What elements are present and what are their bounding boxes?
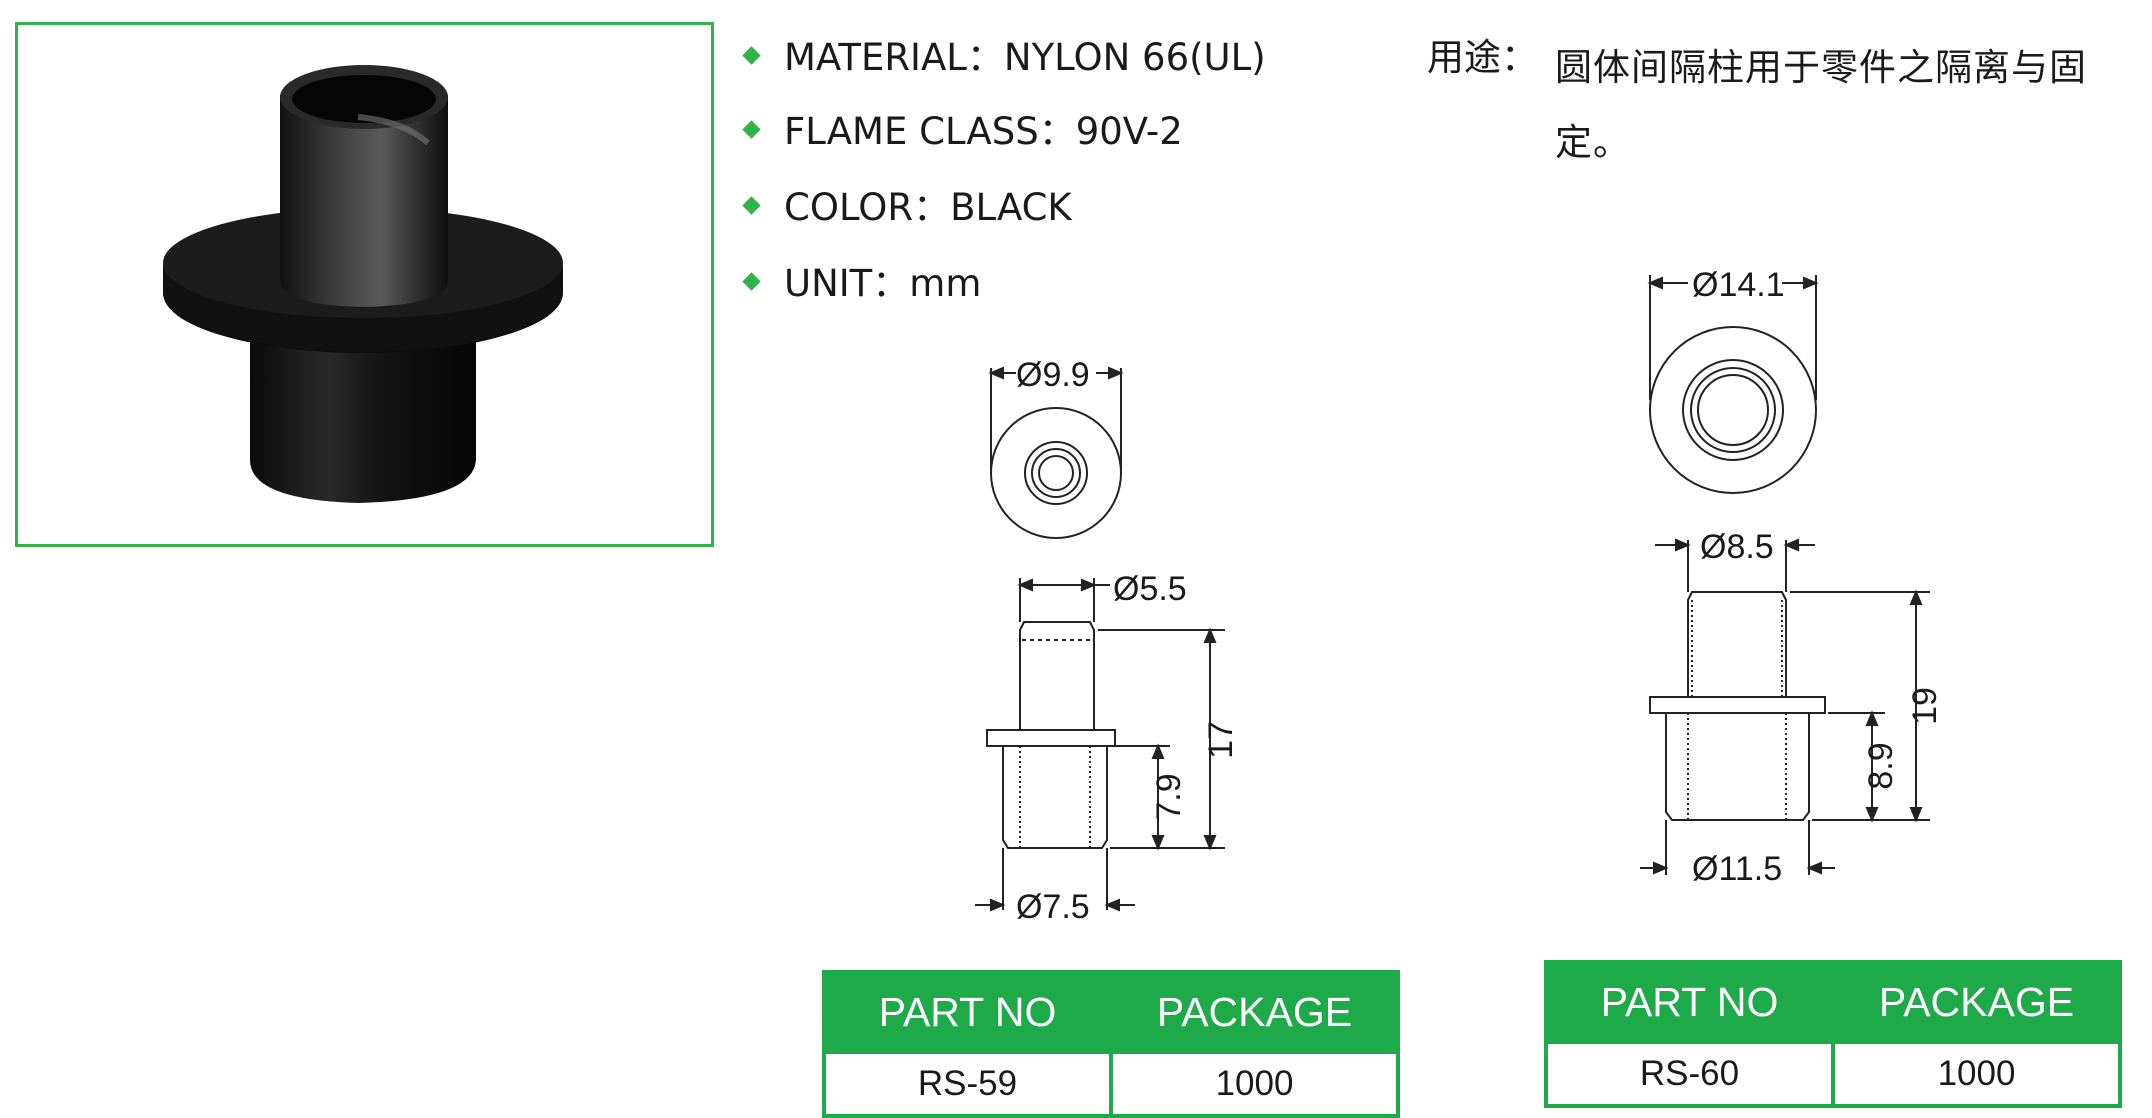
dim-left-shaft-dia: Ø5.5: [1113, 570, 1187, 608]
parts-table-left: PART NO PACKAGE RS-59 1000: [822, 970, 1400, 1118]
usage-label: 用途：: [1427, 36, 1538, 79]
spec-value: BLACK: [950, 186, 1072, 229]
parts-table-right: PART NO PACKAGE RS-60 1000: [1544, 960, 2122, 1108]
spec-value: NYLON 66(UL): [1003, 36, 1266, 79]
dim-left-top-dia: Ø9.9: [1016, 356, 1090, 394]
spec-label: COLOR：: [784, 186, 951, 229]
header-part-no: PART NO: [822, 970, 1113, 1054]
spec-value: 90V-2: [1075, 110, 1183, 153]
dim-right-base-dia: Ø11.5: [1692, 850, 1782, 888]
table-row: RS-59 1000: [822, 1050, 1400, 1118]
spec-color: COLOR：BLACK: [742, 178, 1072, 238]
spacer-photo: [163, 65, 563, 503]
package-cell: 1000: [1831, 1040, 2122, 1108]
part-no-cell: RS-59: [822, 1050, 1113, 1118]
dim-left-base-dia: Ø7.5: [1016, 888, 1090, 926]
spec-label: UNIT：: [784, 262, 910, 305]
dim-left-lower-height: 7.9: [1150, 773, 1188, 820]
diamond-bullet-icon: [742, 196, 761, 215]
dim-right-height: 19: [1906, 687, 1944, 725]
product-photo-frame: [15, 22, 714, 547]
package-cell: 1000: [1109, 1050, 1400, 1118]
part-no-cell: RS-60: [1544, 1040, 1835, 1108]
spec-unit: UNIT：mm: [742, 254, 982, 314]
dim-right-lower-height: 8.9: [1862, 742, 1900, 789]
header-package: PACKAGE: [1109, 970, 1400, 1054]
table-row: RS-60 1000: [1544, 1040, 2122, 1108]
dim-right-shaft-dia: Ø8.5: [1700, 528, 1774, 566]
diamond-bullet-icon: [742, 46, 761, 65]
diamond-bullet-icon: [742, 120, 761, 139]
spec-label: FLAME CLASS：: [784, 110, 1076, 153]
spec-flame-class: FLAME CLASS：90V-2: [742, 102, 1183, 162]
spec-label: MATERIAL：: [784, 36, 1004, 79]
dim-left-height: 17: [1202, 721, 1240, 759]
header-package: PACKAGE: [1831, 960, 2122, 1044]
diamond-bullet-icon: [742, 272, 761, 291]
dim-right-top-dia: Ø14.1: [1692, 266, 1785, 304]
header-part-no: PART NO: [1544, 960, 1835, 1044]
spec-value: mm: [909, 262, 982, 305]
spec-material: MATERIAL：NYLON 66(UL): [742, 28, 1266, 88]
usage-text: 圆体间隔柱用于零件之隔离与固定。: [1555, 46, 2087, 164]
